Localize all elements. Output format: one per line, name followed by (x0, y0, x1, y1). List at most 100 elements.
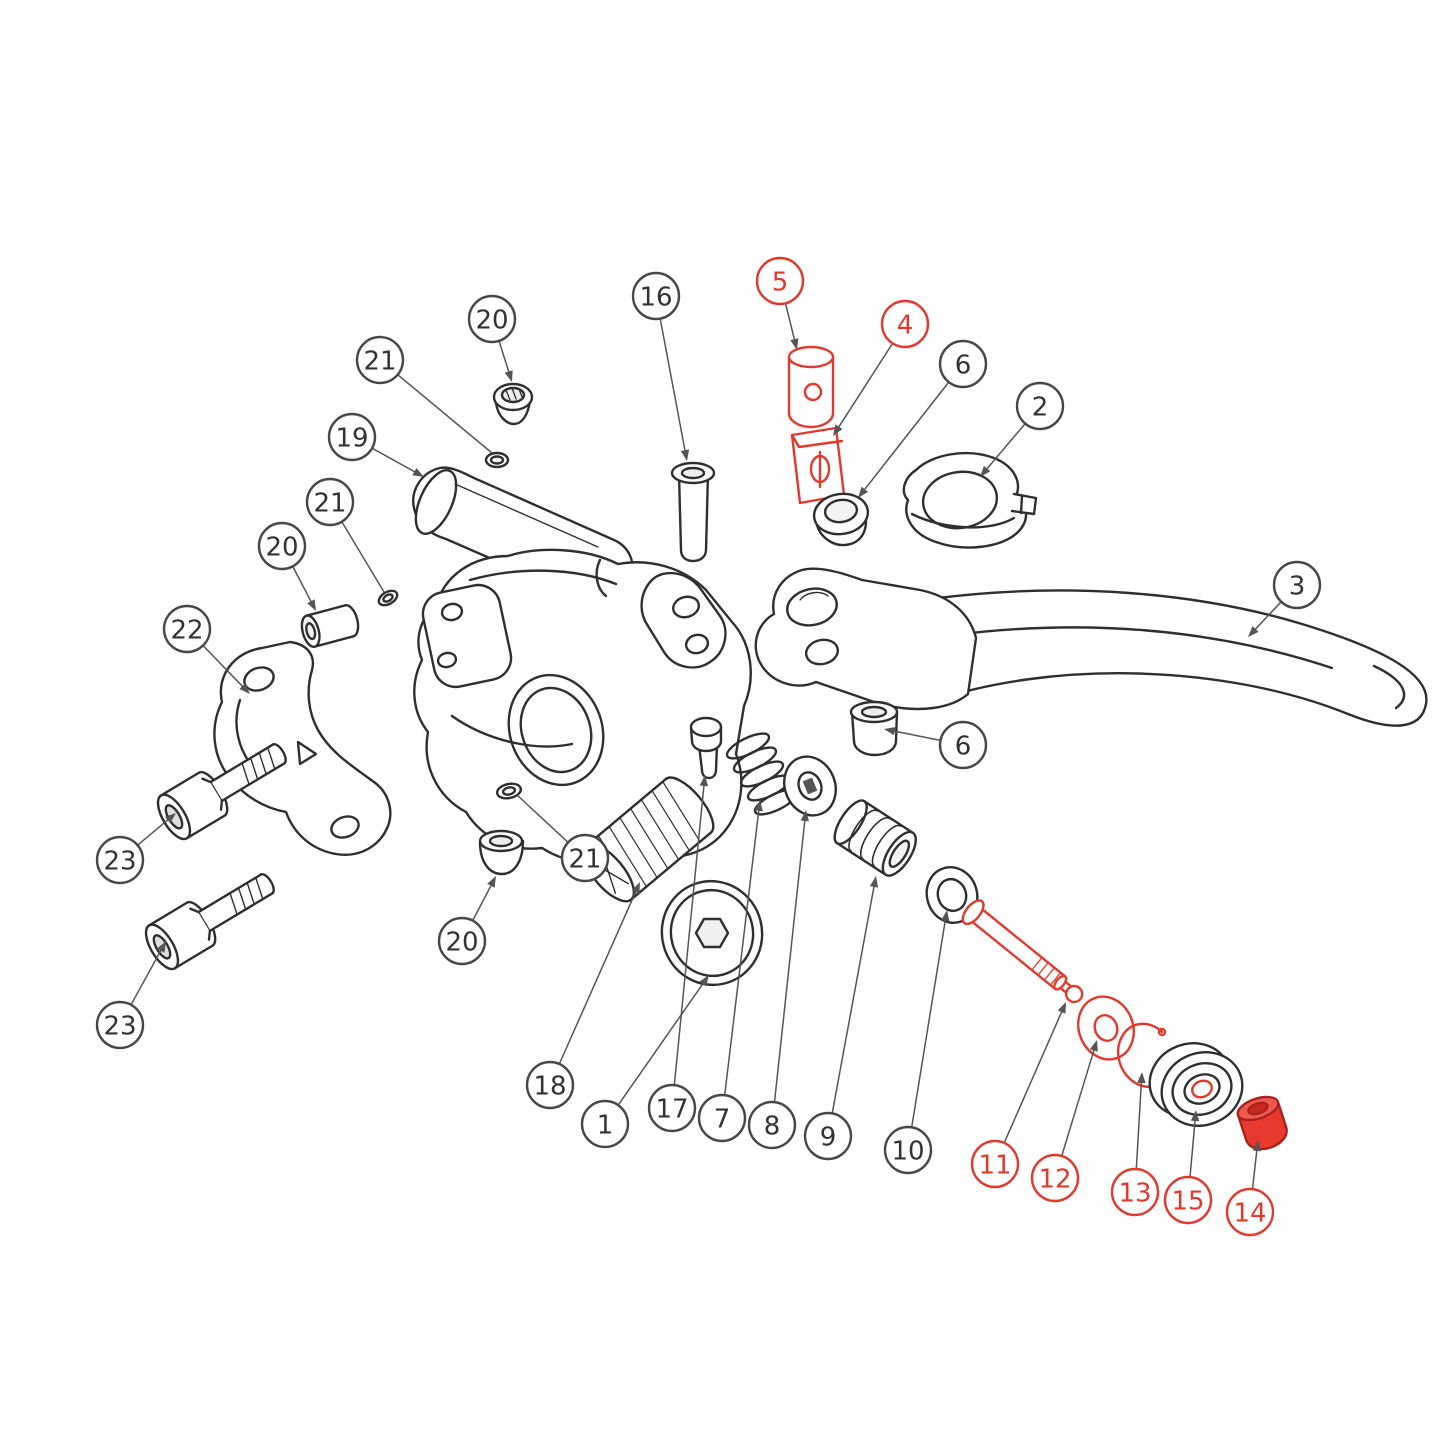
leader-arrowhead (1057, 1002, 1066, 1014)
callout-10-23: 10 (883, 910, 950, 1175)
part-8-spring-seat (783, 755, 837, 817)
part-21-oring-top (484, 451, 510, 469)
callout-circle (747, 1100, 797, 1150)
callout-9-22: 9 (803, 876, 879, 1161)
callout-number: 3 (1289, 571, 1306, 601)
part-21-oring-left (377, 589, 399, 607)
leader-arrowhead (631, 882, 640, 894)
callout-number: 23 (103, 1011, 136, 1041)
callout-number: 14 (1233, 1198, 1266, 1228)
leader-arrowhead (487, 876, 496, 888)
callout-23-12: 23 (95, 813, 176, 885)
leader-line (831, 883, 876, 1114)
callout-circle (327, 412, 377, 462)
leader-line (673, 782, 705, 1086)
callout-17-19: 17 (647, 775, 709, 1133)
leader-line (891, 729, 941, 742)
leader-arrowhead (790, 338, 799, 350)
callout-number: 21 (363, 346, 396, 376)
callout-circle (1030, 1153, 1080, 1203)
callout-circle (803, 1111, 853, 1161)
leader-line (292, 566, 313, 605)
callout-circle (1272, 560, 1322, 610)
callout-circle (880, 299, 930, 349)
callout-number: 6 (955, 350, 972, 380)
callout-2-7: 2 (980, 381, 1065, 477)
part-6-bushing-upper (812, 492, 870, 547)
part-3-lever-blade (754, 567, 1428, 727)
callout-5-4: 5 (755, 256, 805, 350)
part-20-bleed-screw-left (300, 604, 360, 648)
artwork-layer (138, 345, 1428, 1151)
part-9-piston (833, 799, 917, 877)
callout-number: 13 (1118, 1178, 1151, 1208)
part-17-pivot-pin (689, 716, 723, 780)
leader-line (836, 342, 894, 430)
callout-6-6: 6 (858, 339, 988, 498)
callout-13-26: 13 (1110, 1072, 1160, 1217)
callout-19-3: 19 (327, 412, 424, 477)
callout-circle (631, 271, 681, 321)
callout-circle (257, 521, 307, 571)
callout-4-5: 4 (833, 299, 930, 436)
part-15-adjuster-wheel (1148, 1042, 1244, 1127)
callout-number: 5 (772, 267, 789, 297)
leader-line (498, 340, 511, 375)
callout-circle (95, 1000, 145, 1050)
callout-circle (355, 335, 405, 385)
part-16-sleeve (670, 461, 716, 563)
callout-7-20: 7 (697, 800, 763, 1143)
callout-circle (437, 916, 487, 966)
leader-line (1251, 1147, 1258, 1190)
leader-line (862, 381, 950, 493)
leader-line (202, 644, 245, 689)
leader-arrowhead (858, 486, 869, 498)
callout-circle (95, 835, 145, 885)
callout-number: 4 (897, 310, 914, 340)
callout-number: 20 (445, 927, 478, 957)
callout-number: 9 (820, 1122, 837, 1152)
leader-line (1003, 1008, 1064, 1144)
leader-line (130, 947, 163, 1006)
callout-number: 16 (639, 282, 672, 312)
callout-16-1: 16 (631, 271, 690, 461)
callout-circle (647, 1083, 697, 1133)
part-7-spring (725, 732, 799, 816)
callout-circle (970, 1139, 1020, 1189)
leader-arrowhead (699, 975, 709, 987)
leader-line (659, 318, 687, 454)
leader-arrowhead (239, 683, 250, 694)
callout-number: 15 (1171, 1186, 1204, 1216)
callout-circle (1015, 381, 1065, 431)
callout-number: 2 (1032, 392, 1049, 422)
leader-arrowhead (412, 468, 424, 477)
part-10-oring (925, 866, 979, 924)
callout-circle (580, 1099, 630, 1149)
leader-arrowhead (833, 424, 843, 436)
part-23-clamp-bolt-lower (138, 858, 285, 976)
callout-circle (755, 256, 805, 306)
callout-21-2: 21 (355, 335, 493, 454)
leader-arrowhead (157, 941, 166, 953)
part-22-handlebar-clamp (213, 640, 392, 856)
leader-line (784, 303, 796, 343)
callout-circle (938, 339, 988, 389)
leader-arrowhead (1137, 1072, 1146, 1084)
parts-highlighted-lower (961, 899, 1172, 1088)
callout-number: 6 (955, 731, 972, 761)
leader-line (137, 817, 171, 846)
callout-number: 12 (1038, 1164, 1071, 1194)
leader-line (1135, 1079, 1143, 1170)
callout-20-0: 20 (467, 294, 517, 382)
callout-circle (883, 1125, 933, 1175)
leader-line (516, 794, 569, 843)
callout-circle (525, 1060, 575, 1110)
callout-number: 17 (655, 1094, 688, 1124)
part-6-bushing-lower (849, 700, 899, 757)
callout-circle (1163, 1175, 1213, 1225)
leader-arrowhead (1190, 1110, 1200, 1122)
callout-circle (697, 1093, 747, 1143)
